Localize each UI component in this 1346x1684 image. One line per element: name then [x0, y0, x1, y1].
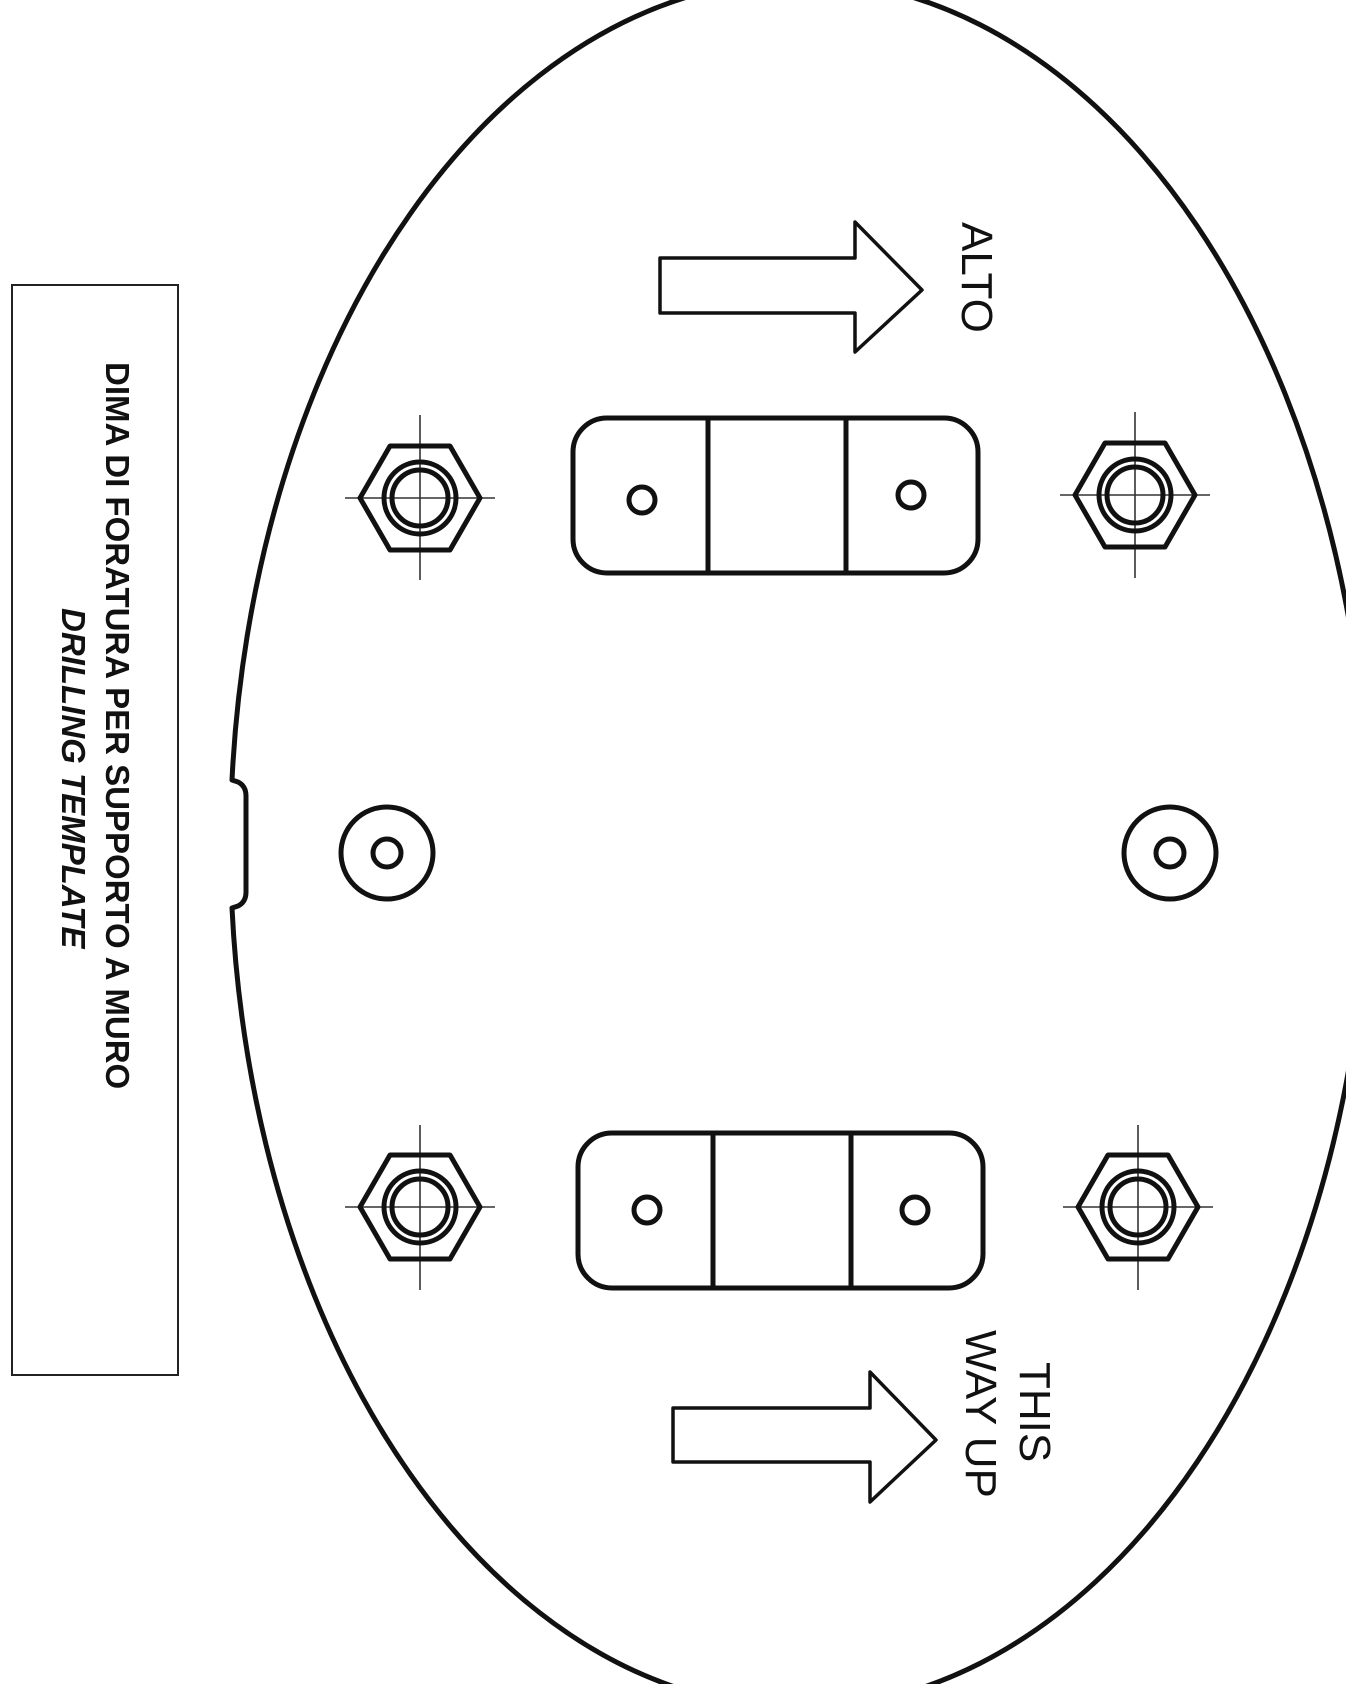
bottom-arrow-label-line-1: THIS — [1010, 1362, 1059, 1462]
upper-bracket — [570, 415, 981, 576]
lower-bracket — [575, 1130, 986, 1291]
template-outline — [229, 0, 1346, 1684]
hex-nut-icon — [1060, 412, 1210, 578]
title-line-1: DIMA DI FORATURA PER SUPPORTO A MURO — [99, 362, 136, 1089]
upper-bracket-hole-left — [626, 484, 658, 516]
title-box: DIMA DI FORATURA PER SUPPORTO A MURO DRI… — [11, 284, 179, 1376]
ring-hole-icon — [338, 804, 436, 902]
upper-bracket-hole-right — [895, 479, 927, 511]
ring-hole-icon — [1121, 804, 1219, 902]
top-arrow-icon — [658, 220, 924, 354]
hex-nut-icon — [345, 415, 495, 580]
top-arrow-label: ALTO — [952, 222, 1001, 333]
title-box-frame — [11, 284, 179, 1376]
hex-nut-icon — [1063, 1125, 1213, 1290]
lower-bracket-hole-left — [631, 1194, 663, 1226]
bottom-arrow-label-line-2: WAY UP — [956, 1330, 1005, 1498]
hex-nut-icon — [345, 1125, 495, 1290]
title-line-2: DRILLING TEMPLATE — [55, 608, 92, 949]
lower-bracket-hole-right — [899, 1194, 931, 1226]
bottom-arrow-icon — [671, 1370, 938, 1504]
